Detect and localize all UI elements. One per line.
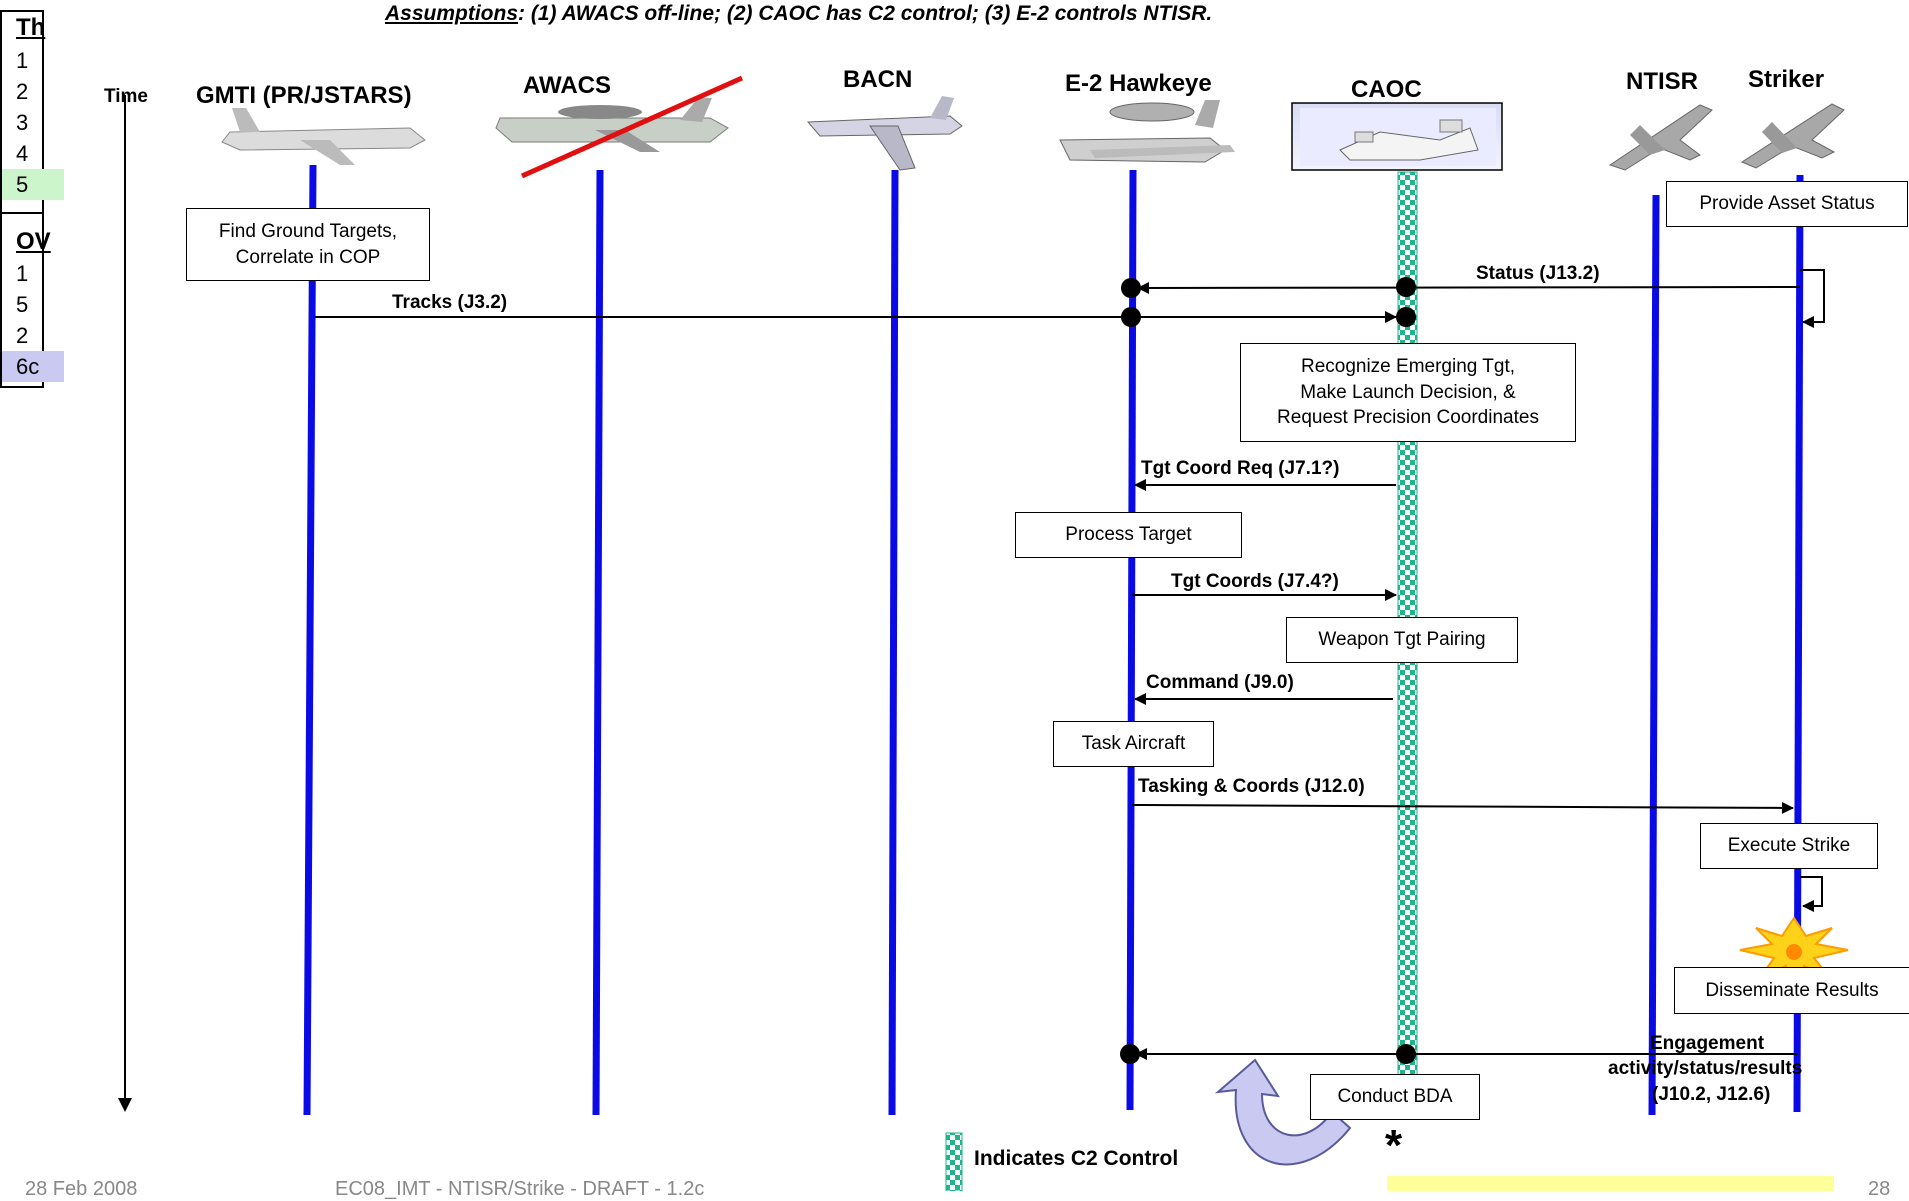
lane-label-gmti: GMTI (PR/JSTARS) <box>196 82 412 109</box>
caoc-building-icon <box>1291 102 1503 171</box>
bacn-aircraft-icon <box>806 96 963 171</box>
disseminate-results-box: Disseminate Results <box>1674 967 1909 1014</box>
ov-item-highlighted: 6c <box>2 351 64 382</box>
th-header: Th <box>16 14 46 41</box>
ov-item: 5 <box>16 292 29 317</box>
table-divider <box>2 212 42 214</box>
curved-arrow-icon <box>1214 1058 1352 1166</box>
e2-tap-point <box>1121 278 1141 298</box>
caoc-tap-point <box>1396 307 1416 327</box>
asterisk-icon: * <box>1385 1121 1403 1170</box>
th-item: 4 <box>16 141 29 166</box>
ntisr-fighter-icon <box>1608 104 1713 171</box>
tasking-coords-label: Tasking & Coords (J12.0) <box>1138 776 1365 797</box>
task-aircraft-box: Task Aircraft <box>1053 721 1214 767</box>
status-message-arrow <box>1137 281 1801 294</box>
gmti-aircraft-icon <box>221 108 426 165</box>
lane-label-ntisr: NTISR <box>1626 68 1698 95</box>
tgt-coord-req-label: Tgt Coord Req (J7.1?) <box>1141 458 1340 479</box>
tgt-coords-label: Tgt Coords (J7.4?) <box>1171 571 1339 592</box>
assumptions-prefix: Assumptions <box>385 2 519 25</box>
e2-tap-point <box>1120 1044 1140 1064</box>
striker-fighter-icon <box>1740 103 1845 169</box>
caoc-tap-point <box>1396 1044 1416 1064</box>
footer-date: 28 Feb 2008 <box>25 1178 138 1200</box>
conduct-bda-box: Conduct BDA <box>1310 1074 1480 1120</box>
lane-label-e2: E-2 Hawkeye <box>1065 70 1212 97</box>
status-self-loop <box>1800 269 1825 328</box>
time-label: Time <box>104 86 149 107</box>
assumptions-text: : (1) AWACS off-line; (2) CAOC has C2 co… <box>518 2 1213 25</box>
ov-item: 1 <box>16 261 29 286</box>
awacs-strike-out <box>520 75 744 179</box>
thread-table: Th 1 2 3 4 5 OV 1 5 2 6c <box>0 10 64 388</box>
strike-self-loop <box>1800 876 1823 912</box>
th-item-highlighted: 5 <box>2 169 64 200</box>
c2-legend-swatch <box>945 1132 963 1191</box>
status-message-label: Status (J13.2) <box>1476 263 1600 284</box>
awacs-aircraft-icon <box>495 98 729 152</box>
recognize-emerging-target-box: Recognize Emerging Tgt, Make Launch Deci… <box>1240 343 1576 442</box>
e2-hawkeye-icon <box>1059 100 1235 163</box>
th-item: 1 <box>16 48 29 73</box>
th-item: 2 <box>16 79 29 104</box>
time-axis-arrowhead <box>118 1098 132 1112</box>
engagement-label-line2: activity/status/results <box>1608 1058 1803 1079</box>
command-label: Command (J9.0) <box>1146 672 1294 693</box>
tasking-arrow <box>1131 801 1794 814</box>
lifeline-bacn <box>888 169 899 1116</box>
provide-asset-status-box: Provide Asset Status <box>1666 181 1908 227</box>
c2-legend-label: Indicates C2 Control <box>974 1147 1179 1170</box>
execute-strike-box: Execute Strike <box>1700 823 1878 869</box>
e2-tap-point <box>1121 307 1141 327</box>
lifeline-awacs <box>592 169 604 1116</box>
ov-item: 2 <box>16 323 29 348</box>
lifeline-gmti <box>303 164 317 1116</box>
footer-page-number: 28 <box>1868 1178 1891 1200</box>
ov-header: OV <box>16 228 51 255</box>
lane-label-awacs: AWACS <box>523 72 612 99</box>
caoc-tap-point <box>1396 277 1416 297</box>
lane-label-striker: Striker <box>1748 66 1825 93</box>
lifeline-ntisr <box>1648 194 1660 1116</box>
engagement-label-line3: (J10.2, J12.6) <box>1652 1084 1771 1105</box>
th-item: 3 <box>16 110 29 135</box>
lane-label-bacn: BACN <box>843 66 913 93</box>
footer-highlight <box>1387 1176 1834 1191</box>
weapon-tgt-pairing-box: Weapon Tgt Pairing <box>1286 617 1518 663</box>
process-target-box: Process Target <box>1015 512 1242 558</box>
engagement-label-line1: Engagement <box>1650 1033 1765 1054</box>
tracks-message-label: Tracks (J3.2) <box>392 292 508 313</box>
footer-document: EC08_IMT - NTISR/Strike - DRAFT - 1.2c <box>335 1178 705 1200</box>
assumptions-title: Assumptions: (1) AWACS off-line; (2) CAO… <box>385 2 1212 26</box>
lane-label-caoc: CAOC <box>1351 76 1422 103</box>
find-ground-targets-box: Find Ground Targets, Correlate in COP <box>186 208 430 281</box>
